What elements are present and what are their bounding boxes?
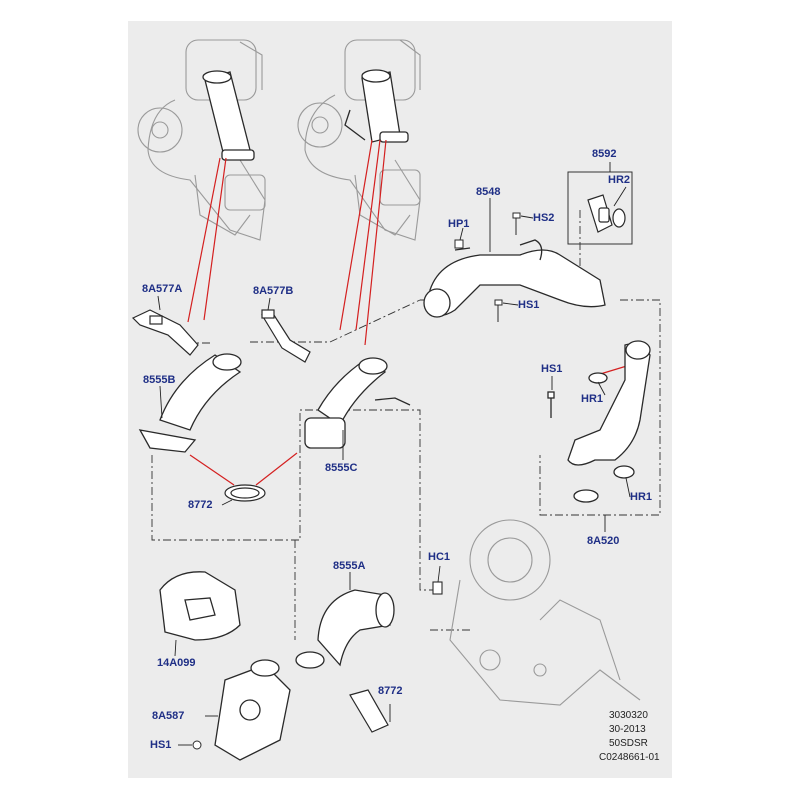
label-hs1-top: HS1 [518,299,540,311]
part-8a520-pipe [547,340,651,503]
footer-code-2: 30-2013 [609,724,646,735]
part-8772-clip-upper [224,484,266,502]
label-hs2: HS2 [533,212,555,224]
part-8555a-hose [295,589,395,669]
footer-code-3: 50SDSR [609,738,648,749]
label-8a577b: 8A577B [253,285,294,297]
leader-lines [187,139,631,486]
label-8555a: 8555A [333,560,366,572]
bolt-hc1 [432,581,443,595]
label-8555b: 8555B [143,374,176,386]
label-8592: 8592 [592,148,617,160]
engine-ghost-lower [449,519,641,706]
part-8772-clip-lower [349,689,389,733]
label-8548: 8548 [476,186,501,198]
footer-code-4: C0248661-01 [599,752,660,763]
part-8a577a-pipe [131,309,199,356]
label-ticks [157,162,631,746]
bolts-top [454,212,521,322]
diagram-panel [128,21,672,778]
hose-installed-right [344,69,409,143]
part-8555c-hose [304,357,411,449]
bolt-hs1-bottom [192,740,202,750]
label-8a577a: 8A577A [142,283,183,295]
label-8a587: 8A587 [152,710,185,722]
label-hs1-bottom: HS1 [150,739,172,751]
label-8772-lower: 8772 [378,685,403,697]
label-hp1: HP1 [448,218,470,230]
label-8772-upper: 8772 [188,499,213,511]
part-8555b-hose [138,353,242,453]
assembly-lines [151,210,661,640]
label-8a520: 8A520 [587,535,620,547]
part-8a587-housing [214,659,291,761]
part-14a099-shield [159,571,241,641]
label-hr1-upper: HR1 [581,393,604,405]
hose-installed-left [202,70,255,161]
part-8592-box [567,171,633,245]
footer-code-1: 3030320 [609,710,648,721]
label-hc1: HC1 [428,551,451,563]
label-8555c: 8555C [325,462,358,474]
part-8548-pipe [423,239,606,318]
label-hr1-lower: HR1 [630,491,653,503]
part-8a577b-pipe [261,309,311,363]
label-hs1-right: HS1 [541,363,563,375]
label-hr2: HR2 [608,174,631,186]
label-14a099: 14A099 [157,657,196,669]
